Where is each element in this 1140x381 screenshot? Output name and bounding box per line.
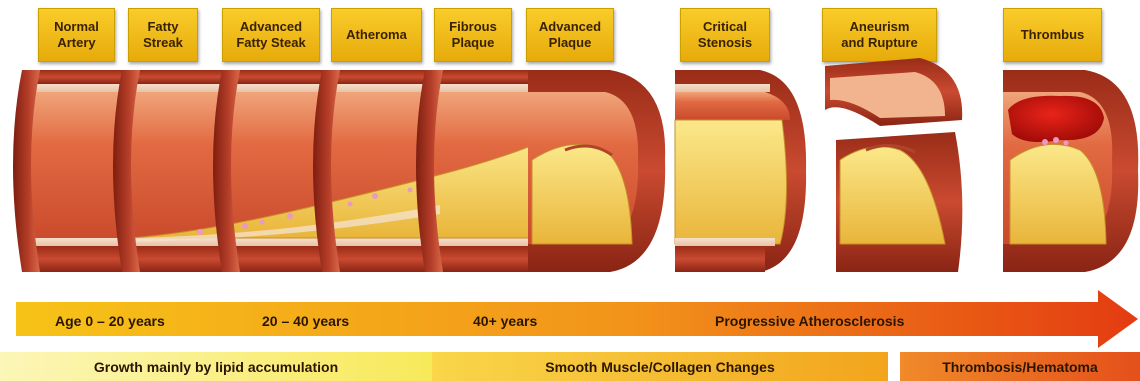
cross-section-advanced-plaque xyxy=(528,70,665,272)
age-40-plus-label: 40+ years xyxy=(473,313,537,329)
thrombus-clot xyxy=(1008,96,1104,142)
artery-thrombus xyxy=(1003,70,1138,272)
artery-stages-illustration xyxy=(0,0,1140,290)
age-0-20-label: Age 0 – 20 years xyxy=(55,313,165,329)
band-thrombosis-hematoma: Thrombosis/Hematoma xyxy=(900,352,1140,381)
band-lipid-accumulation: Growth mainly by lipid accumulation xyxy=(0,352,432,381)
age-20-40-label: 20 – 40 years xyxy=(262,313,349,329)
timeline-arrow xyxy=(0,290,1140,350)
artery-critical-stenosis xyxy=(675,70,806,272)
band-smooth-muscle-collagen: Smooth Muscle/Collagen Changes xyxy=(432,352,888,381)
artery-aneurism-rupture xyxy=(825,58,962,272)
progressive-atherosclerosis-label: Progressive Atherosclerosis xyxy=(715,313,904,329)
